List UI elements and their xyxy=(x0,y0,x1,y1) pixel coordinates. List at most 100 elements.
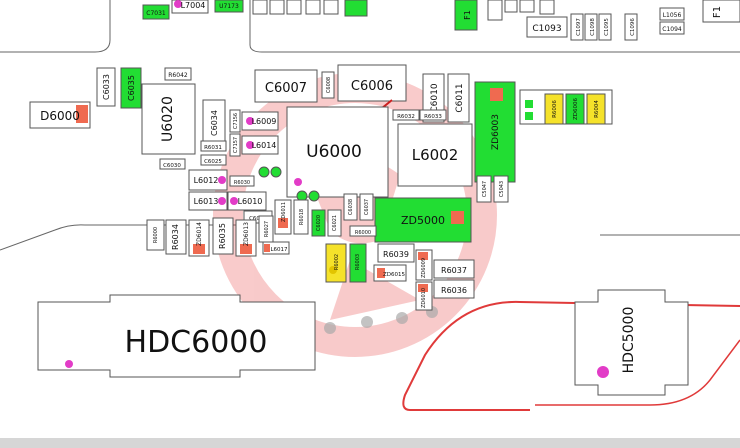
component-l7004[interactable]: L7004 xyxy=(171,0,209,14)
component-zd6006[interactable]: ZD6006 xyxy=(565,93,585,125)
svg-text:C5047: C5047 xyxy=(482,181,488,197)
svg-text:C6007: C6007 xyxy=(265,81,307,96)
svg-text:ZD6003: ZD6003 xyxy=(491,114,501,150)
top-right-small-parts xyxy=(487,0,555,21)
svg-text:R6030: R6030 xyxy=(234,180,250,186)
component-c7031[interactable]: C7031 xyxy=(142,4,170,20)
component-zd6015[interactable]: ZD6015 xyxy=(373,264,407,282)
svg-text:L1056: L1056 xyxy=(663,12,682,19)
component-u6020[interactable]: U6020 xyxy=(141,83,196,155)
pink-test-point xyxy=(294,178,302,186)
component-r6035[interactable]: R6035 xyxy=(212,217,234,255)
component-c1098[interactable]: C1098 xyxy=(584,13,598,41)
component-l6012[interactable]: L6012 xyxy=(188,169,228,191)
component-c6025[interactable]: C6025 xyxy=(200,154,227,166)
component-c6006[interactable]: C6006 xyxy=(337,64,407,102)
component-c6033[interactable]: C6033 xyxy=(96,67,116,107)
component-u7173[interactable]: U7173 xyxy=(214,0,244,13)
svg-text:C1093: C1093 xyxy=(532,24,561,34)
component-l6009[interactable]: L6009 xyxy=(241,111,279,131)
component-zd6003[interactable]: ZD6003 xyxy=(474,81,516,183)
svg-text:L6013: L6013 xyxy=(194,197,219,206)
component-r6031[interactable]: R6031 xyxy=(200,140,227,152)
component-l1056[interactable]: L1056 xyxy=(659,7,685,21)
component-c6008[interactable]: C6008 xyxy=(321,71,335,99)
component-c6038[interactable]: C6038 xyxy=(343,193,358,221)
component-l6017[interactable]: L6017 xyxy=(262,241,290,255)
component-r6000b[interactable]: R6000 xyxy=(349,225,377,237)
component-zd5000[interactable]: ZD5000 xyxy=(374,197,472,243)
svg-text:R6037: R6037 xyxy=(441,266,467,275)
component-c6034[interactable]: C6034 xyxy=(202,99,226,147)
component-l6013[interactable]: L6013 xyxy=(188,191,228,211)
component-r6004[interactable]: R6004 xyxy=(586,93,606,125)
component-c1093[interactable]: C1093 xyxy=(526,16,568,38)
component-l6002[interactable]: L6002 xyxy=(397,123,473,187)
component-r6034[interactable]: R6034 xyxy=(165,219,187,255)
component-r6027[interactable]: R6027 xyxy=(258,215,274,243)
component-d6000[interactable]: D6000 xyxy=(29,101,91,129)
svg-text:C6020: C6020 xyxy=(316,215,322,231)
component-c7156[interactable]: C7156 xyxy=(229,109,241,133)
svg-text:C6037: C6037 xyxy=(364,199,370,215)
component-r6037[interactable]: R6037 xyxy=(433,259,475,279)
svg-text:C6006: C6006 xyxy=(351,79,393,94)
component-c5047[interactable]: C5047 xyxy=(476,175,492,203)
component-zd6010[interactable]: ZD6010 xyxy=(415,281,433,311)
component-zd6009[interactable]: ZD6009 xyxy=(415,249,433,281)
component-f1-right[interactable]: F1 xyxy=(702,0,740,23)
svg-text:C6040: C6040 xyxy=(249,216,267,222)
component-c6021[interactable]: C6021 xyxy=(327,209,342,237)
component-c1097[interactable]: C1097 xyxy=(570,13,584,41)
component-c6011[interactable]: C6011 xyxy=(447,73,470,123)
component-r6018[interactable]: R6018 xyxy=(293,199,309,235)
component-c6035[interactable]: C6035 xyxy=(120,67,142,109)
component-r6032[interactable]: R6032 xyxy=(392,109,420,121)
svg-text:C7156: C7156 xyxy=(233,113,239,129)
component-r6006[interactable]: R6006 xyxy=(544,93,564,125)
component-f1-top[interactable]: F1 xyxy=(454,0,478,31)
bottom-scroll-bar[interactable] xyxy=(0,438,740,448)
component-c6007[interactable]: C6007 xyxy=(254,69,318,103)
svg-text:HDC5000: HDC5000 xyxy=(621,307,637,374)
component-r6030[interactable]: R6030 xyxy=(229,175,255,187)
svg-text:C1098: C1098 xyxy=(590,18,596,36)
green-test-points xyxy=(258,166,320,202)
component-zd6011[interactable]: ZD6011 xyxy=(274,199,292,235)
svg-text:C1095: C1095 xyxy=(604,18,610,36)
component-hdc6000[interactable]: HDC6000 xyxy=(37,294,316,378)
svg-text:R6036: R6036 xyxy=(441,286,467,295)
component-c1094[interactable]: C1094 xyxy=(659,21,685,35)
component-r6002[interactable]: R6002 xyxy=(325,243,347,283)
svg-text:R6031: R6031 xyxy=(204,145,222,151)
red-edge-trace xyxy=(402,300,740,411)
component-u6000[interactable]: U6000 xyxy=(286,106,389,198)
svg-text:R6002: R6002 xyxy=(334,254,340,270)
svg-text:R6004: R6004 xyxy=(594,100,600,118)
component-zd6014[interactable]: ZD6014 xyxy=(188,219,210,257)
component-l6014[interactable]: L6014 xyxy=(241,135,279,155)
component-c1095[interactable]: C1095 xyxy=(598,13,612,41)
component-c1096[interactable]: C1096 xyxy=(624,13,638,41)
component-r6036[interactable]: R6036 xyxy=(433,279,475,299)
component-r6000[interactable]: R6000 xyxy=(146,219,165,251)
component-c6030[interactable]: C6030 xyxy=(159,158,186,170)
board-outline xyxy=(0,0,740,251)
component-c5043[interactable]: C5043 xyxy=(493,175,509,203)
svg-text:L6010: L6010 xyxy=(238,197,263,206)
component-r6033[interactable]: R6033 xyxy=(419,109,447,121)
component-c6020[interactable]: C6020 xyxy=(311,209,326,237)
component-r6003[interactable]: R6003 xyxy=(349,243,367,283)
svg-text:R6034: R6034 xyxy=(171,224,180,250)
component-r6039[interactable]: R6039 xyxy=(377,243,415,263)
svg-text:U6020: U6020 xyxy=(160,96,176,142)
component-zd6013[interactable]: ZD6013 xyxy=(235,219,257,257)
component-hdc5000[interactable]: HDC5000 xyxy=(574,289,689,396)
component-c7157[interactable]: C7157 xyxy=(229,133,241,157)
chip-small-pads xyxy=(525,100,533,120)
component-l6010[interactable]: L6010 xyxy=(227,191,267,211)
svg-text:ZD6009: ZD6009 xyxy=(421,258,427,278)
component-c6037[interactable]: C6037 xyxy=(359,193,374,221)
svg-text:L6017: L6017 xyxy=(270,247,288,253)
component-r6042[interactable]: R6042 xyxy=(164,67,192,81)
